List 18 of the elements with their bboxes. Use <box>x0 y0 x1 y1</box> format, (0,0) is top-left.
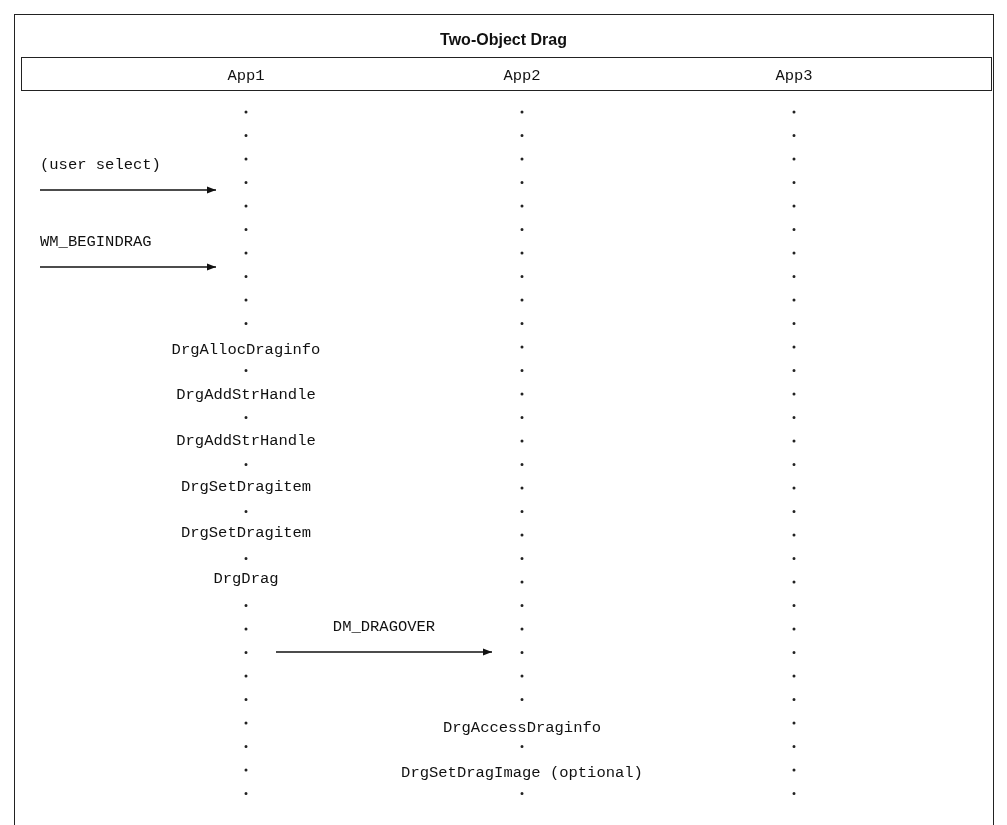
function-call-label: DrgSetDragitem <box>180 478 312 496</box>
edge-label: WM_BEGINDRAG <box>40 233 152 251</box>
arrow <box>275 648 493 656</box>
function-call-label: DrgAddStrHandle <box>176 432 316 450</box>
arrow <box>39 263 217 271</box>
lifeline-label: App3 <box>774 67 814 85</box>
function-call-label: DrgAccessDraginfo <box>442 719 602 737</box>
diagram-title: Two-Object Drag <box>439 31 568 49</box>
lifeline-label: App1 <box>226 67 266 85</box>
lifeline-label: App2 <box>502 67 542 85</box>
function-call-label: DrgDrag <box>213 570 279 588</box>
function-call-label: DrgSetDragImage (optional) <box>401 764 643 782</box>
edge-label: DM_DRAGOVER <box>332 618 436 636</box>
function-call-label: DrgAllocDraginfo <box>171 341 321 359</box>
edge-label: (user select) <box>40 156 161 174</box>
arrow <box>39 186 217 194</box>
function-call-label: DrgAddStrHandle <box>176 386 316 404</box>
function-call-label: DrgSetDragitem <box>180 524 312 542</box>
